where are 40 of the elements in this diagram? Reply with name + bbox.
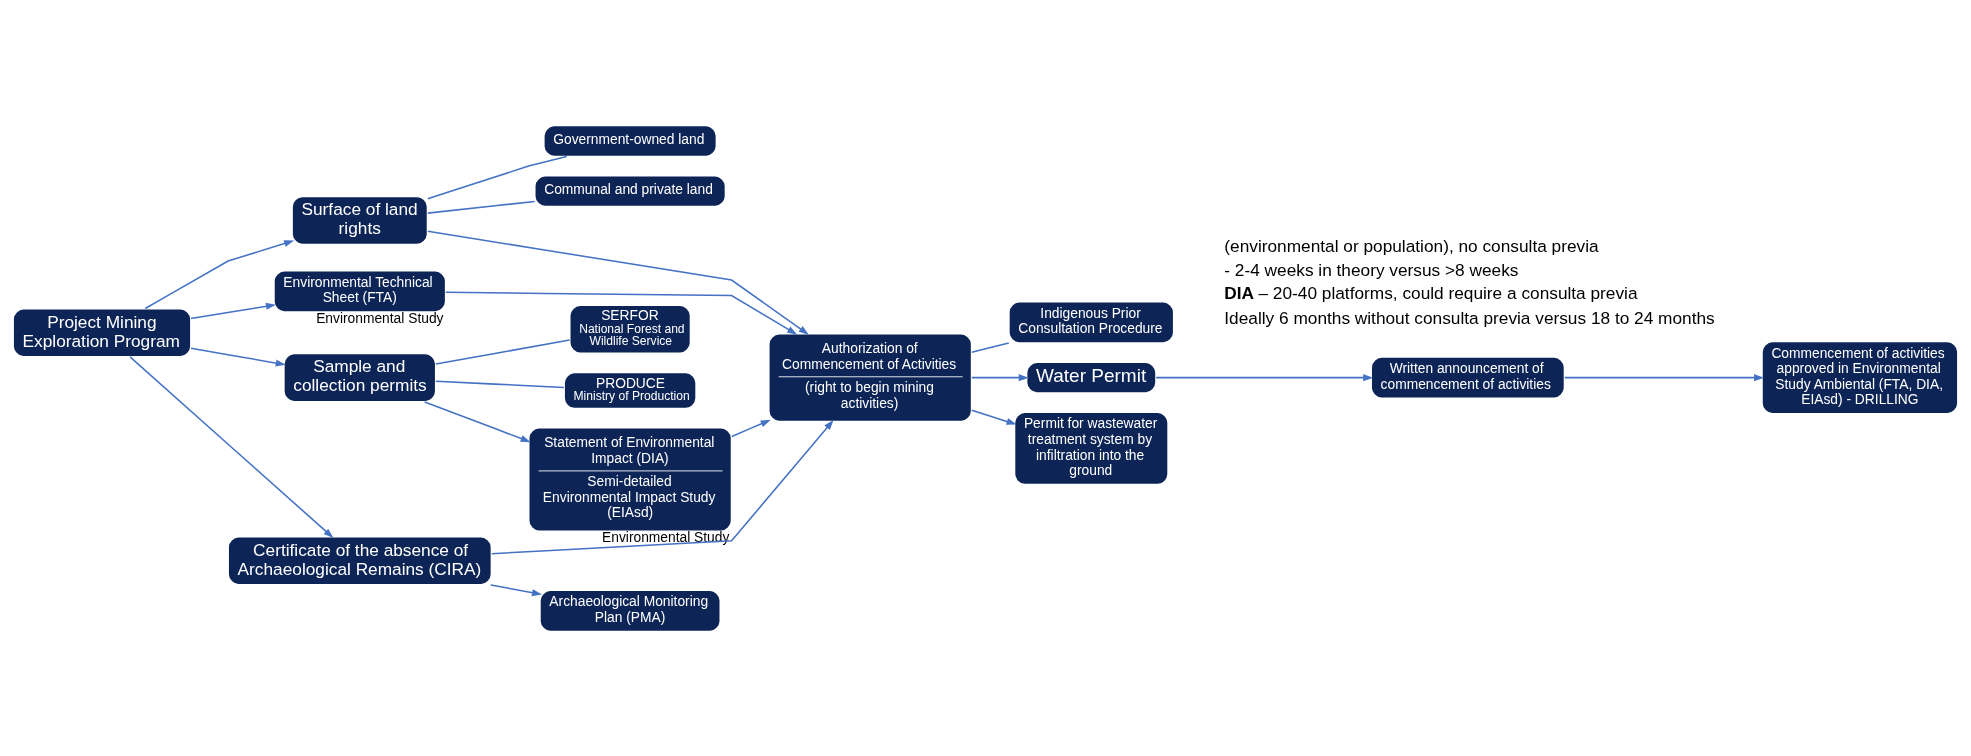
node-box: Permit for wastewater treatment system by infiltration into the ground bbox=[1013, 410, 1170, 486]
label: - 2-4 weeks in theory versus >8 weeks bbox=[1224, 259, 1519, 280]
arrow bbox=[423, 400, 531, 442]
node-box: SERFOR National Forest and Wildlife Service bbox=[568, 303, 692, 354]
arrow bbox=[445, 291, 798, 335]
label: DIA – 20-40 platforms, could require a consulta previa bbox=[1224, 282, 1638, 303]
arrow bbox=[129, 355, 334, 538]
arrow bbox=[489, 583, 542, 596]
arrow bbox=[190, 346, 286, 367]
connector bbox=[427, 155, 568, 199]
node-box: Authorization of Commencement of Activities (right to begin mining activities) bbox=[767, 332, 973, 423]
arrow bbox=[971, 408, 1017, 425]
connector bbox=[426, 200, 536, 214]
arrow bbox=[144, 239, 295, 309]
connector bbox=[971, 341, 1010, 353]
arrow bbox=[971, 373, 1029, 381]
node-box: Project Mining Exploration Program bbox=[12, 307, 192, 358]
node-box: Indigenous Prior Consultation Procedure bbox=[1007, 300, 1175, 344]
node-box: Archaeological Monitoring Plan (PMA) bbox=[539, 588, 722, 632]
node-box: Environmental Technical Sheet (FTA) bbox=[273, 269, 447, 313]
connector bbox=[435, 380, 565, 388]
node-box: Surface of land rights bbox=[291, 194, 429, 245]
node-box: Water Permit bbox=[1025, 360, 1157, 394]
label: (environmental or population), no consulta previa bbox=[1224, 235, 1599, 256]
node-box: Statement of Environmental Impact (DIA) Semi-detailed Environmental Impact Study (EIAsd) bbox=[527, 426, 733, 532]
node-box: Communal and private land bbox=[533, 174, 727, 207]
node-box: Government-owned land bbox=[542, 124, 718, 157]
node-box: Written announcement of commencement of activities bbox=[1370, 355, 1566, 399]
arrow bbox=[490, 419, 834, 554]
arrow bbox=[190, 302, 276, 319]
label: Ideally 6 months without consulta previa versus 18 to 24 months bbox=[1224, 307, 1715, 328]
arrow bbox=[1563, 373, 1765, 381]
arrow bbox=[730, 419, 771, 437]
connector bbox=[435, 338, 571, 365]
arrow bbox=[1155, 373, 1374, 381]
node-box: Certificate of the absence of Archaeological Remains (CIRA) bbox=[227, 535, 493, 586]
node-box: PRODUCE Ministry of Production bbox=[563, 371, 698, 410]
arrow bbox=[427, 229, 809, 335]
node-box: Sample and collection permits bbox=[282, 352, 437, 403]
node-box: Commencement of activities approved in Environmental Study Ambiental (FTA, DIA, EIAsd) - DRILLING bbox=[1761, 340, 1959, 415]
